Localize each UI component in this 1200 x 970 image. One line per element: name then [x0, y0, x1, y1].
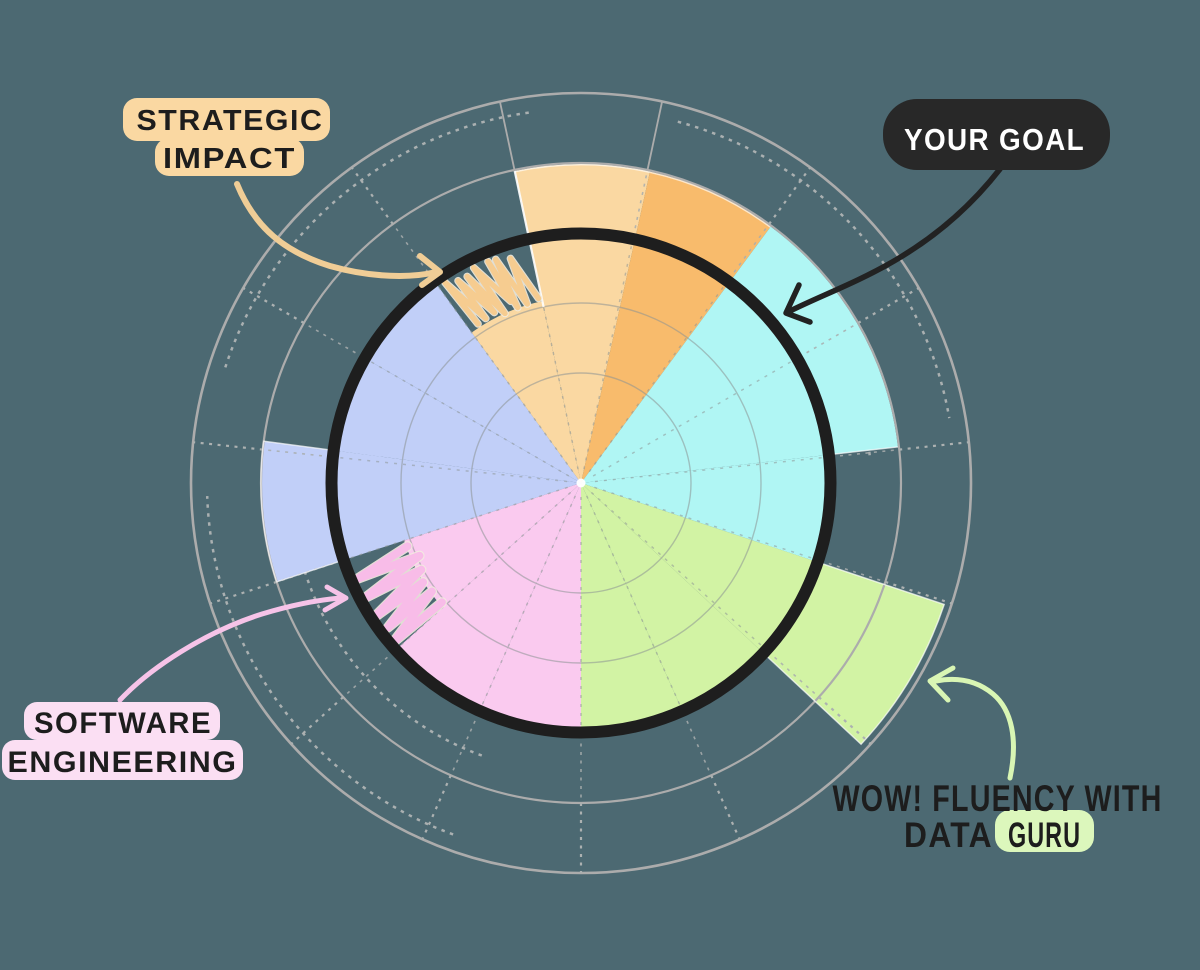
svg-text:IMPACT: IMPACT [163, 143, 296, 175]
svg-text:STRATEGIC: STRATEGIC [137, 105, 324, 137]
svg-text:YOUR GOAL: YOUR GOAL [904, 122, 1085, 157]
svg-text:ENGINEERING: ENGINEERING [8, 746, 238, 779]
svg-text:DATA: DATA [904, 816, 993, 855]
svg-text:WOW! FLUENCY WITH: WOW! FLUENCY WITH [833, 778, 1163, 819]
svg-text:SOFTWARE: SOFTWARE [34, 707, 212, 740]
svg-text:GURU: GURU [1008, 816, 1081, 855]
